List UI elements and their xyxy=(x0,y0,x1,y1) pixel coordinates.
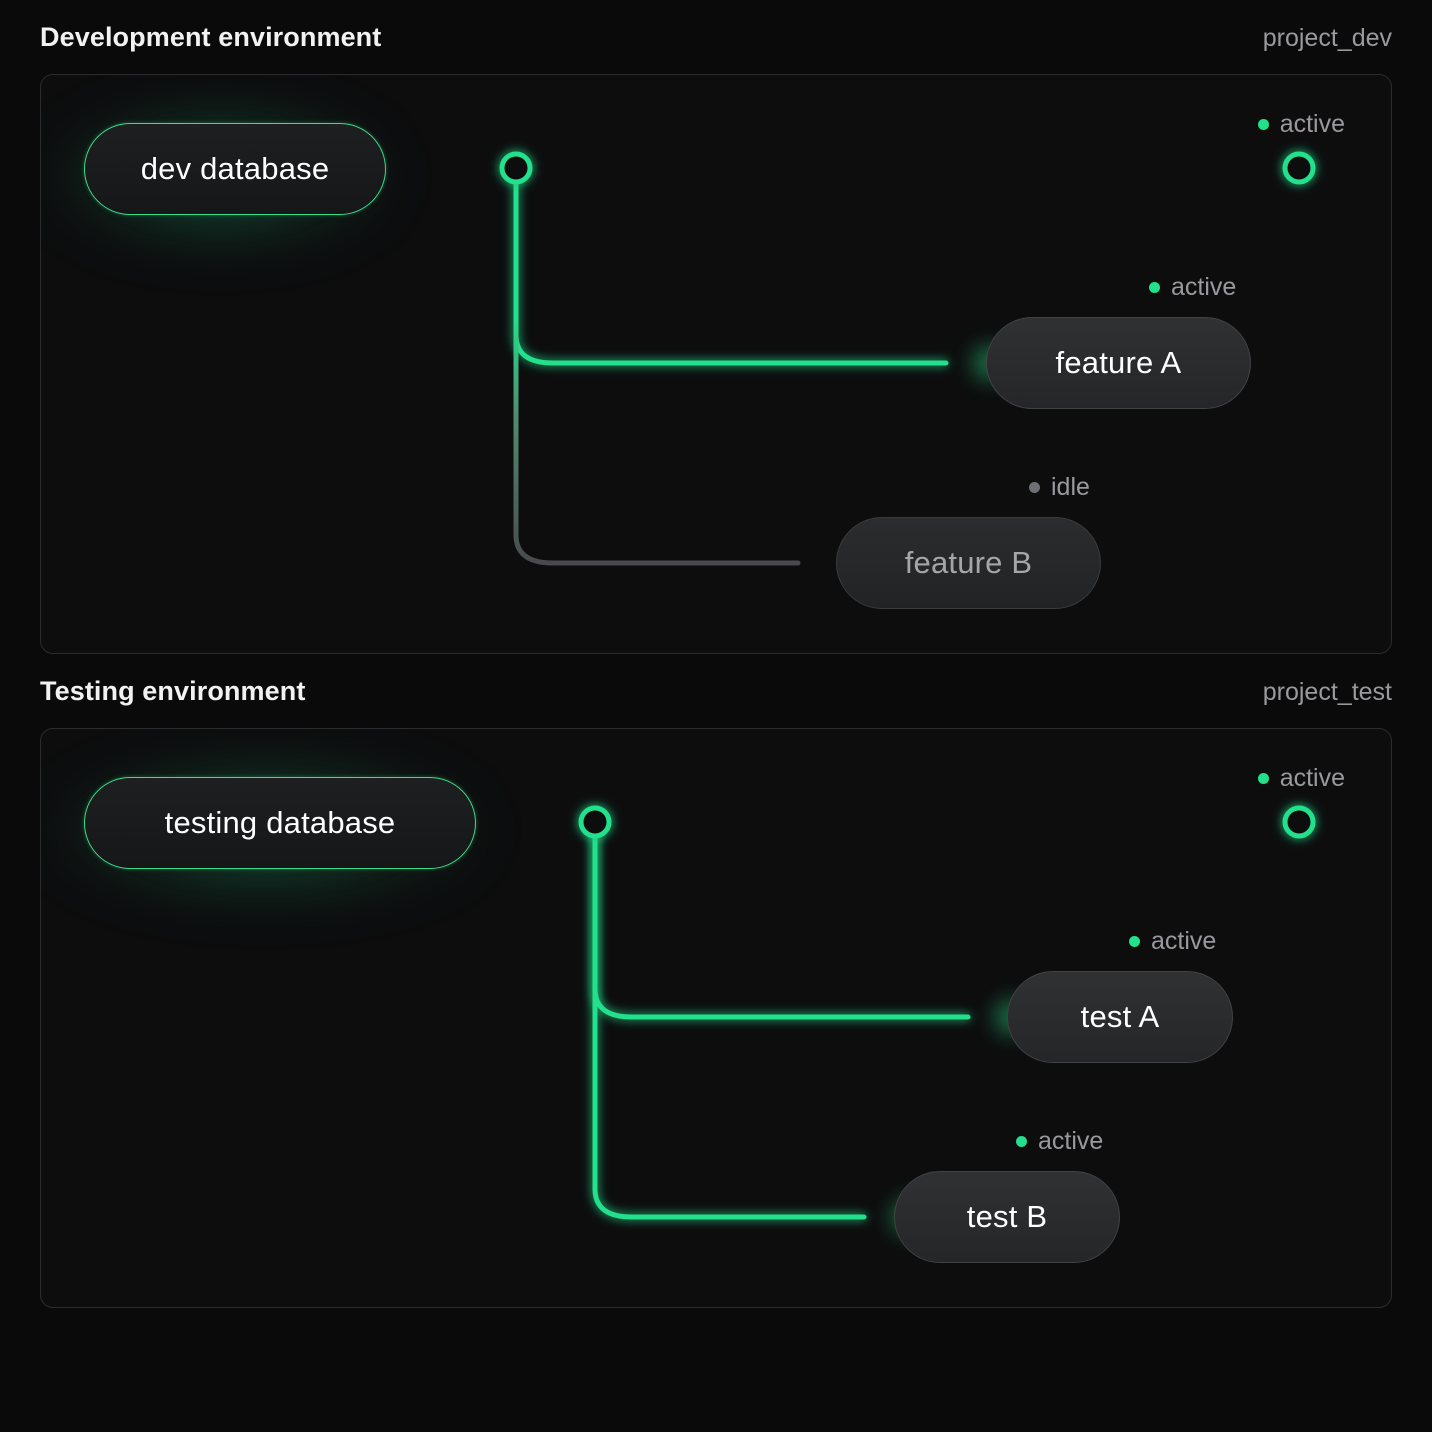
status-feature-a: active xyxy=(1149,273,1236,302)
endpoint-circle-testing xyxy=(1282,805,1316,839)
development-graph-canvas xyxy=(41,75,1391,653)
endpoint-circle-development xyxy=(1282,151,1316,185)
status-dot-icon xyxy=(1029,482,1040,493)
node-testing-database-label: testing database xyxy=(164,805,396,840)
testing-graph-canvas xyxy=(41,729,1391,1307)
node-dev-database-label: dev database xyxy=(140,151,330,186)
testing-header: Testing environment project_test xyxy=(40,654,1392,728)
status-test-a-label: active xyxy=(1151,927,1217,955)
status-test-a: active xyxy=(1129,927,1216,956)
development-header: Development environment project_dev xyxy=(40,0,1392,74)
development-graph-card: dev database active feature A active fea… xyxy=(40,74,1392,654)
section-development: Development environment project_dev xyxy=(40,0,1392,654)
status-endpoint-development: active xyxy=(1257,110,1345,139)
node-test-a[interactable]: test A xyxy=(1007,971,1233,1063)
status-feature-a-label: active xyxy=(1171,273,1237,301)
section-testing: Testing environment project_test xyxy=(40,654,1392,1308)
junction-circle-testing xyxy=(578,805,612,839)
status-test-b-label: active xyxy=(1038,1127,1104,1155)
testing-graph-card: testing database active test A active te… xyxy=(40,728,1392,1308)
status-dot-icon xyxy=(1129,936,1140,947)
node-dev-database[interactable]: dev database xyxy=(84,123,386,215)
node-feature-a-label: feature A xyxy=(1055,345,1182,380)
status-dot-icon xyxy=(1257,773,1269,784)
status-feature-b-label: idle xyxy=(1051,473,1090,501)
node-feature-b[interactable]: feature B xyxy=(836,517,1101,609)
edge-junction-to-test-a xyxy=(592,819,971,1020)
status-feature-b: idle xyxy=(1029,473,1090,502)
status-dot-icon xyxy=(1257,119,1269,130)
development-project-name: project_dev xyxy=(1262,24,1392,52)
status-test-b: active xyxy=(1016,1127,1103,1156)
status-dot-icon xyxy=(1149,282,1160,293)
status-endpoint-development-label: active xyxy=(1279,110,1345,138)
development-title: Development environment xyxy=(40,22,382,52)
node-feature-b-label: feature B xyxy=(904,545,1033,580)
node-test-a-label: test A xyxy=(1080,999,1160,1034)
edge-junction-to-feature-a xyxy=(513,165,949,366)
junction-circle-development xyxy=(499,151,533,185)
node-test-b[interactable]: test B xyxy=(894,1171,1120,1263)
testing-title: Testing environment xyxy=(40,676,306,706)
edge-junction-to-feature-b xyxy=(513,165,801,566)
status-endpoint-testing: active xyxy=(1257,764,1345,793)
testing-project-name: project_test xyxy=(1262,678,1392,706)
node-test-b-label: test B xyxy=(966,1199,1048,1234)
node-testing-database[interactable]: testing database xyxy=(84,777,476,869)
status-dot-icon xyxy=(1016,1136,1027,1147)
edge-junction-to-test-b xyxy=(592,819,867,1220)
status-endpoint-testing-label: active xyxy=(1279,764,1345,792)
node-feature-a[interactable]: feature A xyxy=(986,317,1251,409)
